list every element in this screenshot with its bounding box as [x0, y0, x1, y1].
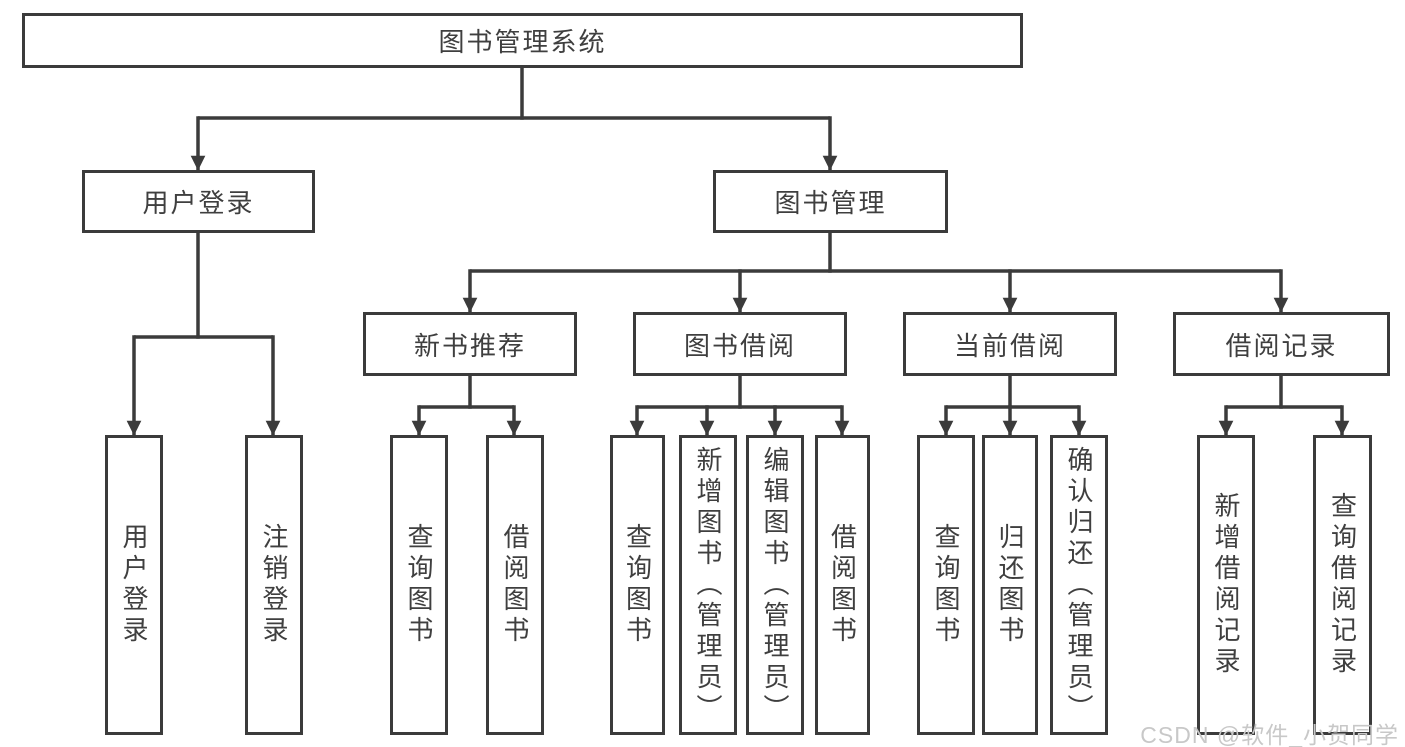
node-new-book-recommendation: 新书推荐: [363, 312, 577, 376]
leaf-newbook-borrow-books: 借阅图书: [486, 435, 544, 735]
leaf-borrowing-query-books: 查询图书: [610, 435, 665, 735]
leaf-label: 编辑图书（管理员）: [760, 445, 790, 725]
leaf-current-return-books: 归还图书: [982, 435, 1038, 735]
leaf-label: 新增借阅记录: [1211, 492, 1241, 678]
leaf-label: 查询图书: [404, 523, 434, 647]
leaf-label: 查询借阅记录: [1327, 492, 1358, 678]
node-borrowing-records: 借阅记录: [1173, 312, 1390, 376]
leaf-borrowing-borrow-books: 借阅图书: [815, 435, 870, 735]
node-current-borrowing: 当前借阅: [903, 312, 1117, 376]
node-book-borrowing: 图书借阅: [633, 312, 847, 376]
leaf-current-query-books: 查询图书: [917, 435, 975, 735]
node-user-login: 用户登录: [82, 170, 315, 233]
leaf-user-login: 用户登录: [105, 435, 163, 735]
leaf-label: 新增图书（管理员）: [693, 445, 723, 725]
leaf-label: 借阅图书: [827, 523, 858, 647]
leaf-current-confirm-return-admin: 确认归还（管理员）: [1050, 435, 1108, 735]
leaf-newbook-query-books: 查询图书: [390, 435, 448, 735]
leaf-borrowing-add-books-admin: 新增图书（管理员）: [679, 435, 737, 735]
leaf-label: 注销登录: [259, 523, 289, 647]
leaf-records-add-record: 新增借阅记录: [1197, 435, 1255, 735]
leaf-logout: 注销登录: [245, 435, 303, 735]
leaf-label: 查询图书: [931, 523, 961, 647]
leaf-label: 用户登录: [119, 523, 149, 647]
leaf-label: 借阅图书: [500, 523, 530, 647]
leaf-records-query-record: 查询借阅记录: [1313, 435, 1372, 735]
csdn-watermark: CSDN @软件_小贺同学: [1140, 722, 1399, 747]
node-root: 图书管理系统: [22, 13, 1023, 68]
leaf-borrowing-edit-books-admin: 编辑图书（管理员）: [746, 435, 804, 735]
leaf-label: 确认归还（管理员）: [1064, 445, 1094, 725]
leaf-label: 查询图书: [622, 523, 653, 647]
node-book-management: 图书管理: [713, 170, 948, 233]
leaf-label: 归还图书: [995, 523, 1025, 647]
